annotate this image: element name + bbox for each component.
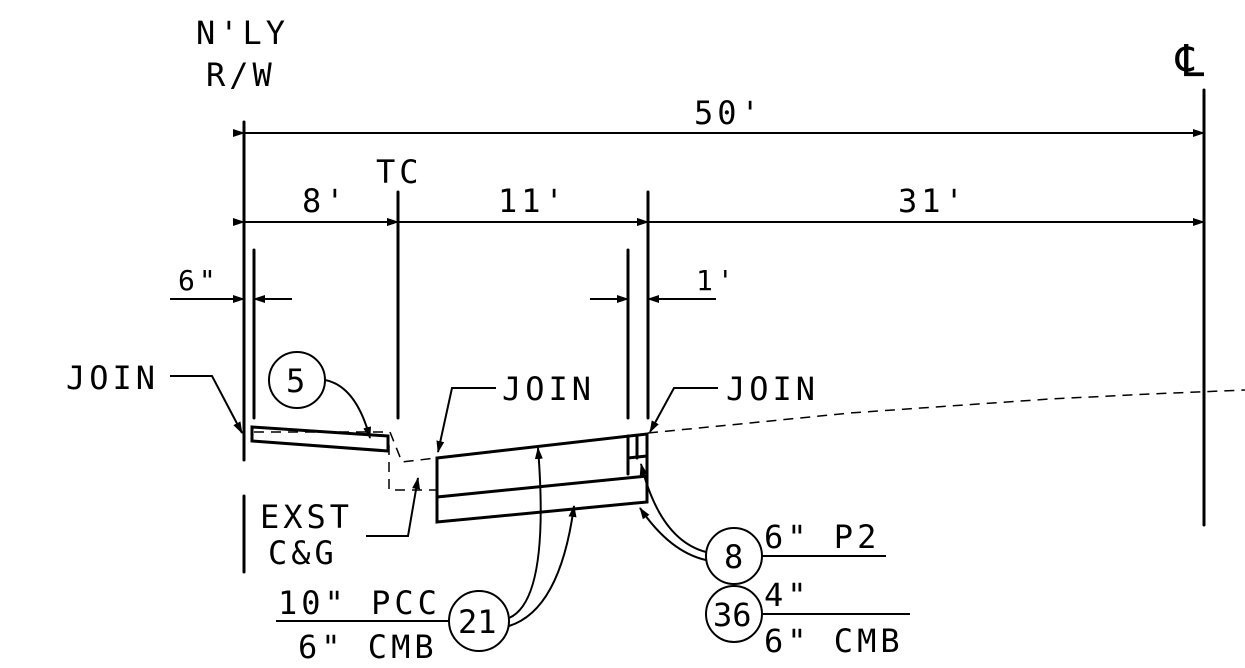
callout-21-number: 21	[458, 603, 497, 641]
callout-36-number: 36	[713, 596, 752, 634]
callout-21-bottom: 6" CMB	[298, 628, 438, 666]
join-left-leader	[170, 375, 243, 434]
centerline-symbol: ℄	[1175, 36, 1208, 87]
callout-5-leader	[324, 379, 371, 439]
pavement-section	[435, 432, 649, 524]
callout-36-top: 4"	[764, 576, 811, 614]
pavement-layer-line	[435, 474, 649, 499]
join-mid-label: JOIN	[502, 370, 595, 408]
callout-8-top: 6" P2	[764, 518, 880, 556]
callout-8-number: 8	[724, 538, 743, 576]
callout-5-number: 5	[286, 362, 305, 400]
sidewalk-slab	[250, 425, 390, 453]
dim-50-label: 50'	[694, 94, 764, 132]
join-right-leader	[649, 387, 718, 433]
row-label-line2: R/W	[206, 56, 276, 94]
callout-8-leader-b	[639, 507, 707, 561]
callout-21-leader-b	[508, 505, 577, 627]
exst-leader	[366, 477, 421, 537]
join-mid-leader	[436, 387, 496, 453]
dim-31-label: 31'	[898, 182, 968, 220]
join-left-label: JOIN	[66, 359, 159, 397]
row-label-line1: N'LY	[196, 14, 289, 52]
tc-label: TC	[376, 153, 423, 191]
dim-6in-label: 6"	[178, 264, 220, 297]
callout-21-top: 10" PCC	[278, 584, 441, 622]
dim-1-label: 1'	[696, 264, 738, 297]
existing-ground-line	[647, 389, 1245, 434]
exst-label-line1: EXST	[260, 498, 353, 536]
callout-21-leader-a	[508, 447, 543, 619]
join-right-label: JOIN	[726, 370, 819, 408]
dim-11-label: 11'	[498, 182, 568, 220]
callout-8-leader-a	[639, 463, 707, 553]
exst-label-line2: C&G	[268, 534, 338, 572]
dim-8-label: 8'	[302, 182, 349, 220]
existing-curb-dashed-lower	[388, 445, 436, 491]
callout-36-bottom: 6" CMB	[764, 622, 904, 660]
